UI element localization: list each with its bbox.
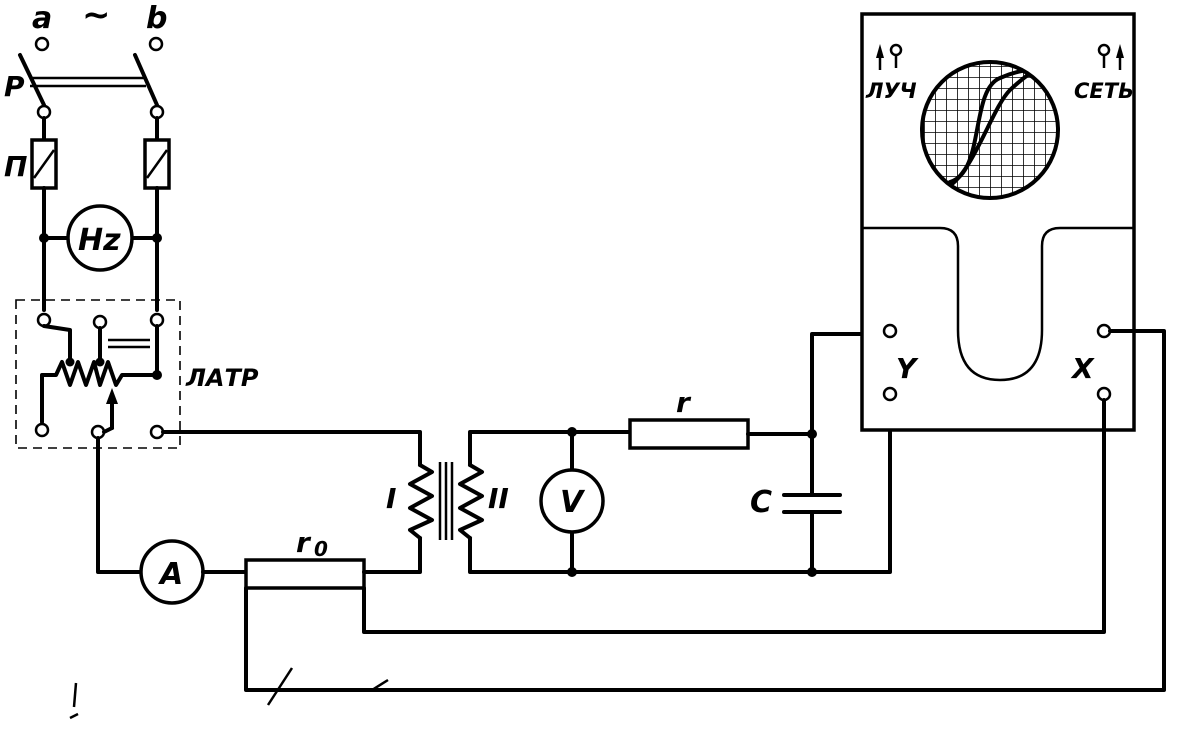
wire: [362, 536, 422, 574]
oscilloscope-screen: [920, 60, 1060, 200]
label-a: a: [32, 1, 52, 36]
transformer-winding-i: [408, 463, 434, 540]
label-fuse: П: [4, 150, 27, 183]
label-switch-p: P: [4, 70, 25, 103]
scan-mark: [371, 678, 389, 692]
scan-mark: [266, 667, 294, 706]
resistor-r: [628, 418, 750, 450]
junction-dot: [152, 370, 162, 380]
frequency-meter: [66, 204, 134, 272]
wire: [161, 430, 422, 467]
label-winding-i: I: [386, 482, 396, 515]
label-b: b: [146, 1, 167, 36]
label-tilde: ~: [82, 0, 111, 35]
junction-dot: [567, 427, 577, 437]
terminal-a: [34, 36, 50, 52]
terminal-b: [148, 36, 164, 52]
wire: [468, 430, 632, 467]
transformer-winding-ii: [458, 463, 484, 540]
scan-mark: [72, 682, 78, 708]
junction-dot: [567, 567, 577, 577]
label-latr: ЛАТР: [185, 364, 259, 392]
label-voltmeter: V: [560, 485, 586, 520]
wire: [468, 536, 814, 574]
switch-blade-right: [133, 53, 159, 107]
wire: [810, 398, 892, 574]
capacitor-c: [782, 432, 842, 574]
x-input-wiring: [69, 329, 1166, 720]
label-y-input: Y: [896, 352, 919, 385]
latr-slider-arrow: [106, 388, 118, 430]
junction-dot: [95, 357, 105, 367]
label-ammeter: A: [158, 557, 183, 592]
primary-circuit: [96, 430, 454, 605]
latr-terminal: [34, 422, 50, 438]
label-winding-ii: II: [488, 482, 509, 515]
wire: [362, 398, 1106, 634]
scan-mark: [69, 712, 79, 720]
fuse-right: [143, 138, 171, 190]
fuse-left: [30, 138, 58, 190]
label-x-input: X: [1070, 352, 1095, 385]
label-hz: Hz: [78, 223, 121, 258]
latr-autotransformer: [15, 299, 181, 449]
terminal-y-top: [882, 323, 898, 339]
wire: [42, 324, 72, 364]
label-r0-sub: 0: [314, 537, 328, 561]
voltmeter: [539, 468, 605, 534]
resistor-r0: [244, 558, 366, 590]
label-set: СЕТЬ: [1074, 79, 1134, 103]
label-luch: ЛУЧ: [865, 79, 917, 103]
wire: [810, 332, 886, 436]
latr-winding: [40, 360, 159, 387]
label-r0: r: [296, 526, 312, 559]
junction-dot: [65, 357, 75, 367]
label-r: r: [676, 386, 692, 419]
oscilloscope-panel-outline: [862, 226, 1134, 382]
wire: [102, 426, 114, 434]
luch-knob: [876, 43, 903, 70]
label-capacitor: C: [750, 485, 772, 520]
labels: a ~ b P П Hz ЛАТР I II V A r r 0 C Y X Л…: [4, 0, 1134, 592]
junction-dot: [39, 233, 49, 243]
wire: [244, 329, 1166, 692]
supply-section: [18, 36, 171, 312]
oscilloscope: [860, 12, 1136, 432]
switch-blade-left: [18, 53, 46, 107]
junction-dot: [152, 233, 162, 243]
set-knob: [1097, 43, 1124, 70]
secondary-circuit: [458, 332, 892, 577]
terminal-y-bottom: [882, 386, 898, 402]
wire: [96, 436, 142, 574]
